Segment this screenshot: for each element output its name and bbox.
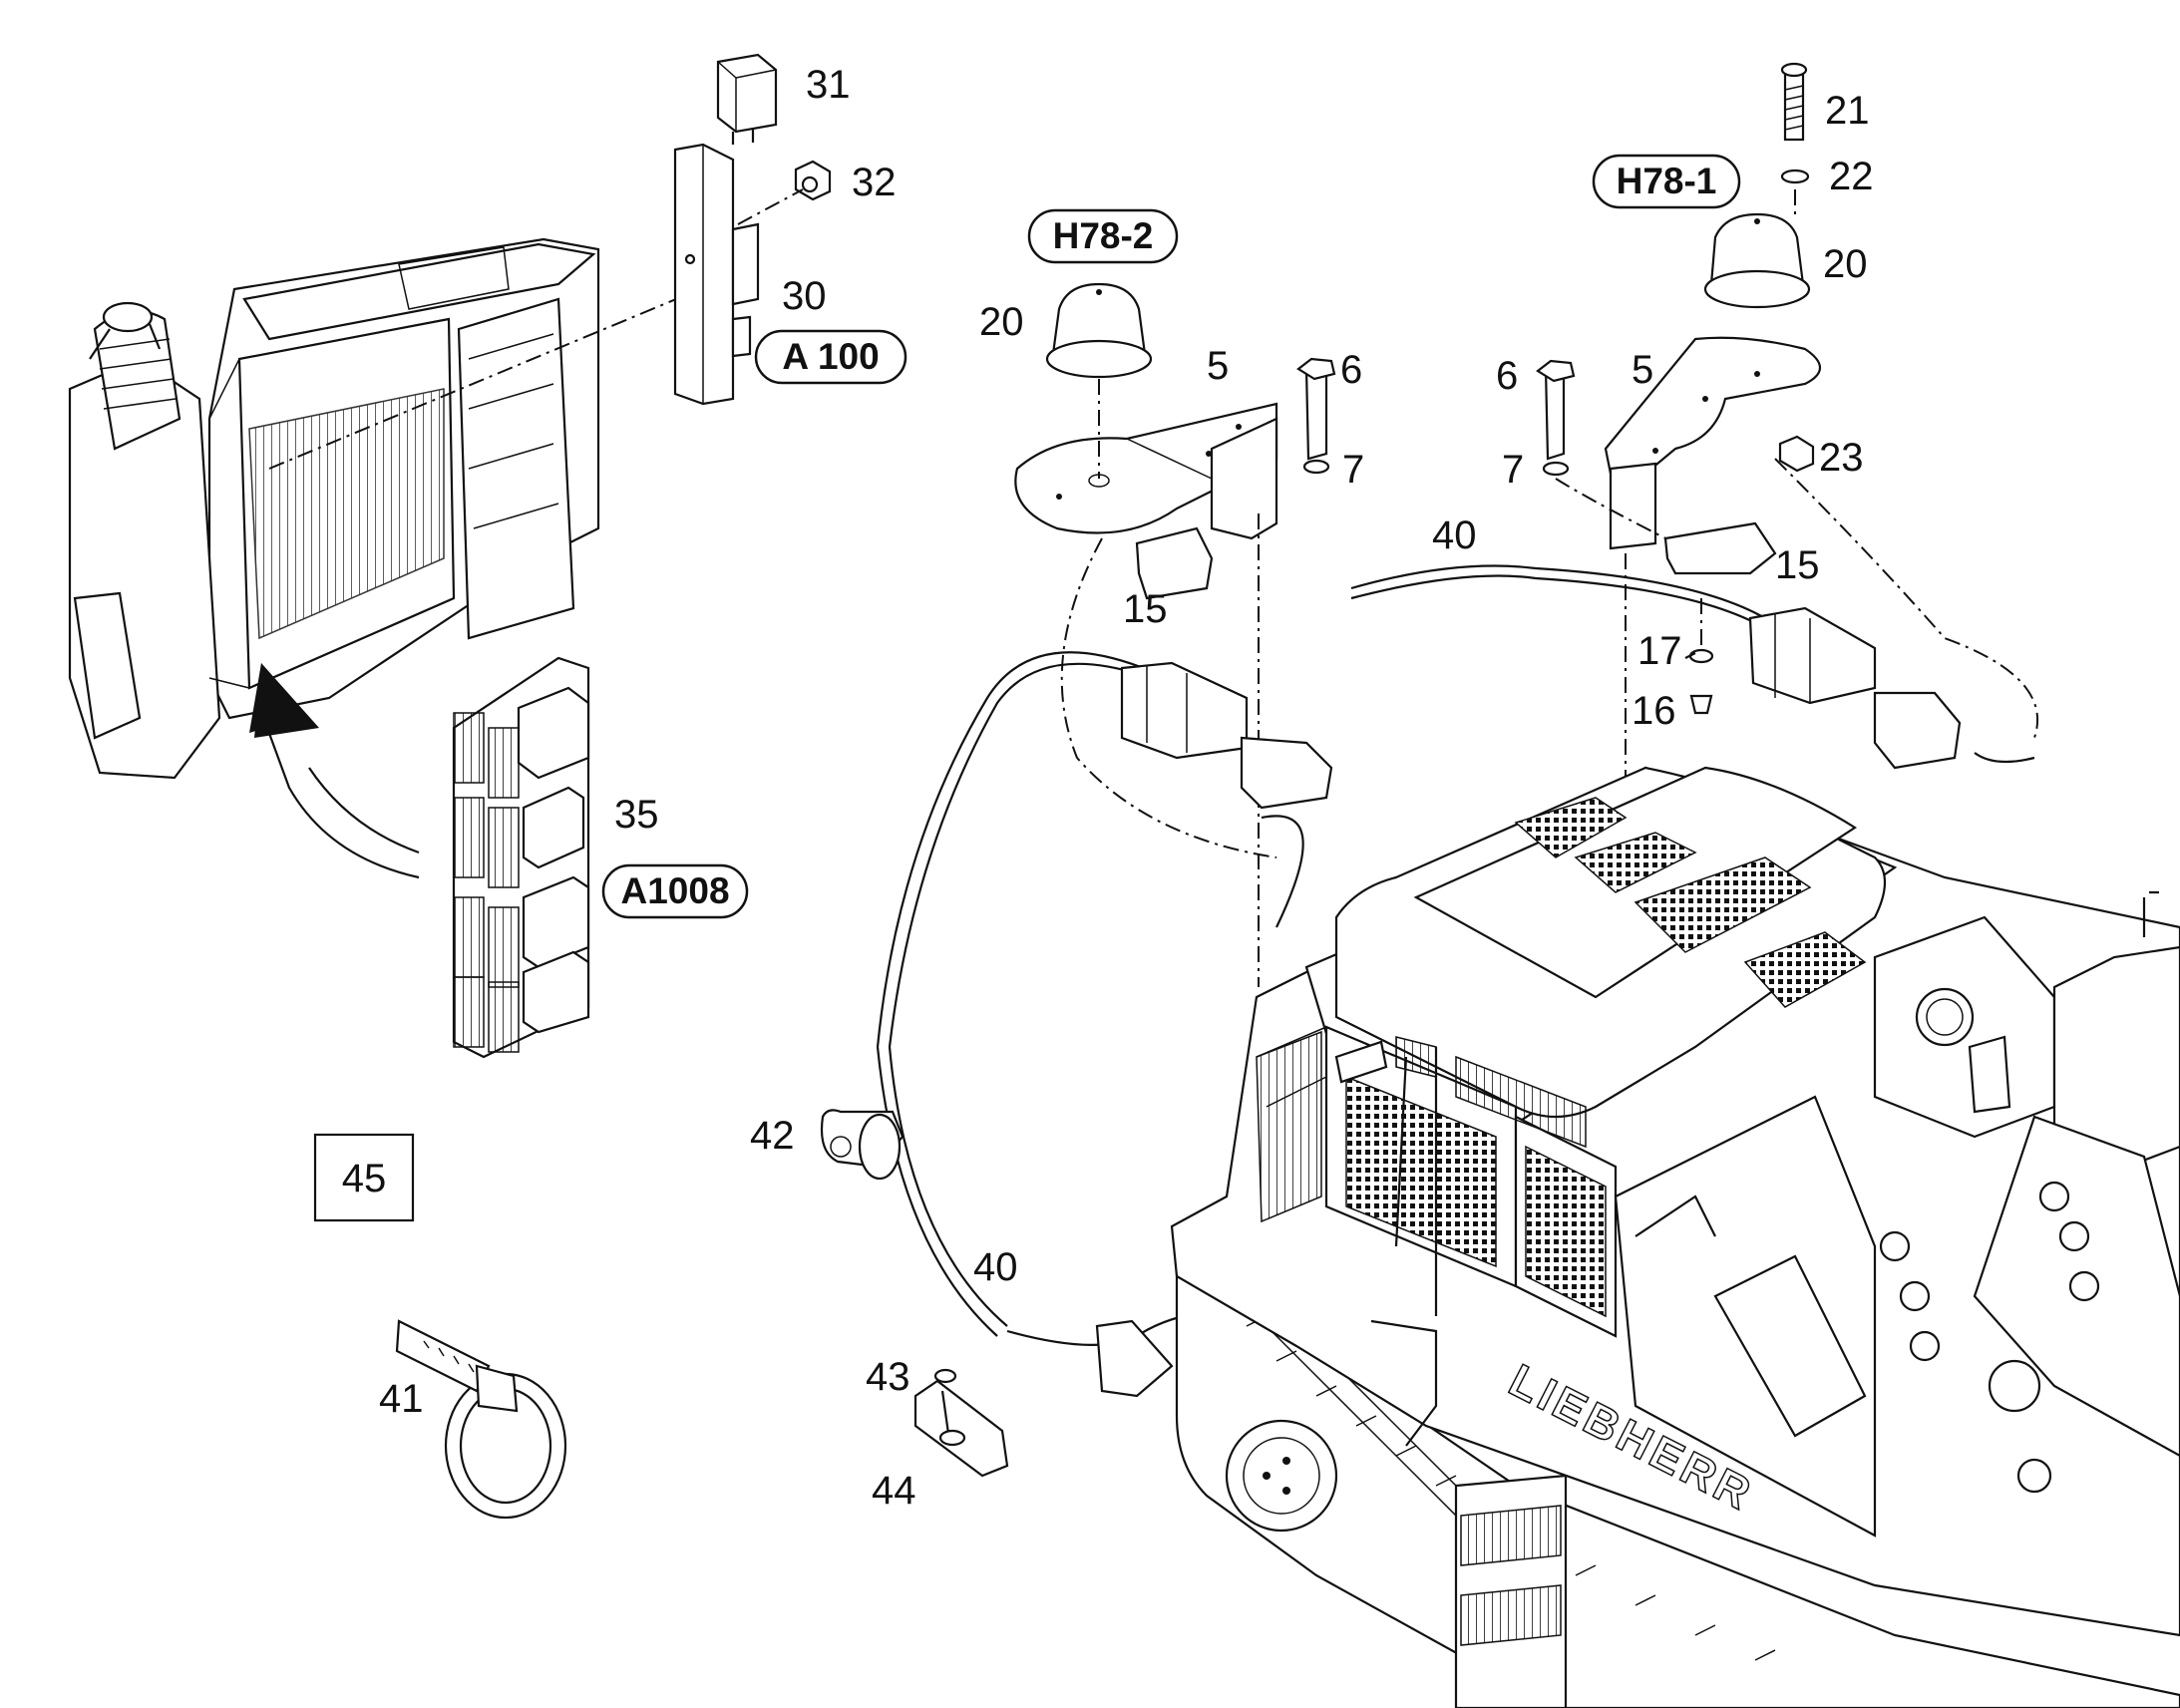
relay-bracket-assembly xyxy=(673,53,832,406)
callout-5-right: 5 xyxy=(1632,348,1653,392)
callout-5-left: 5 xyxy=(1207,344,1229,388)
callout-6-left: 6 xyxy=(1340,348,1362,392)
callout-21: 21 xyxy=(1825,89,1870,133)
boxed-item-45: 45 xyxy=(313,1133,415,1222)
excavator-machine xyxy=(1170,766,2180,1708)
svg-text:A 100: A 100 xyxy=(782,336,879,377)
leader-line-nut xyxy=(737,188,804,225)
callout-32: 32 xyxy=(852,161,897,204)
callout-23: 23 xyxy=(1819,436,1864,480)
callout-7-right: 7 xyxy=(1502,448,1524,492)
callout-20-right: 20 xyxy=(1823,242,1868,286)
callout-44: 44 xyxy=(872,1469,916,1513)
callout-43: 43 xyxy=(866,1355,910,1399)
designation-a100: A 100 xyxy=(754,329,908,385)
cable-tie xyxy=(395,1319,567,1520)
beacon-h78-1-assembly xyxy=(1536,62,1822,778)
callout-40-top: 40 xyxy=(1432,513,1477,557)
svg-text:H78-2: H78-2 xyxy=(1053,215,1154,256)
callout-6-right: 6 xyxy=(1496,354,1518,398)
callout-7-left: 7 xyxy=(1342,448,1364,492)
callout-42: 42 xyxy=(750,1114,795,1158)
svg-text:A1008: A1008 xyxy=(620,870,729,911)
callout-30: 30 xyxy=(782,274,827,318)
designation-a1008: A1008 xyxy=(601,863,749,919)
callout-40-bottom: 40 xyxy=(973,1245,1018,1289)
callout-15-left: 15 xyxy=(1123,587,1168,631)
svg-text:45: 45 xyxy=(342,1157,387,1200)
control-console xyxy=(68,237,600,780)
leader-17 xyxy=(1684,652,1696,659)
pointer-arrow xyxy=(249,663,420,879)
callout-17: 17 xyxy=(1637,629,1682,673)
designation-h78-1: H78-1 xyxy=(1592,154,1741,209)
designation-h78-2: H78-2 xyxy=(1027,208,1179,264)
callout-16: 16 xyxy=(1632,689,1676,733)
callout-labels: 31 32 30 21 22 20 20 5 5 6 6 7 7 23 40 4… xyxy=(379,63,1874,1513)
callout-22: 22 xyxy=(1829,155,1874,198)
callout-15-right: 15 xyxy=(1775,543,1820,587)
svg-text:H78-1: H78-1 xyxy=(1617,161,1717,201)
callout-41: 41 xyxy=(379,1377,424,1421)
callout-35: 35 xyxy=(614,793,659,837)
callout-31: 31 xyxy=(806,63,851,107)
leader-line-console xyxy=(268,293,689,470)
relay-board-a1008 xyxy=(452,656,590,1059)
beacon-h78-2-assembly xyxy=(1014,282,1336,987)
callout-20-left: 20 xyxy=(979,300,1024,344)
